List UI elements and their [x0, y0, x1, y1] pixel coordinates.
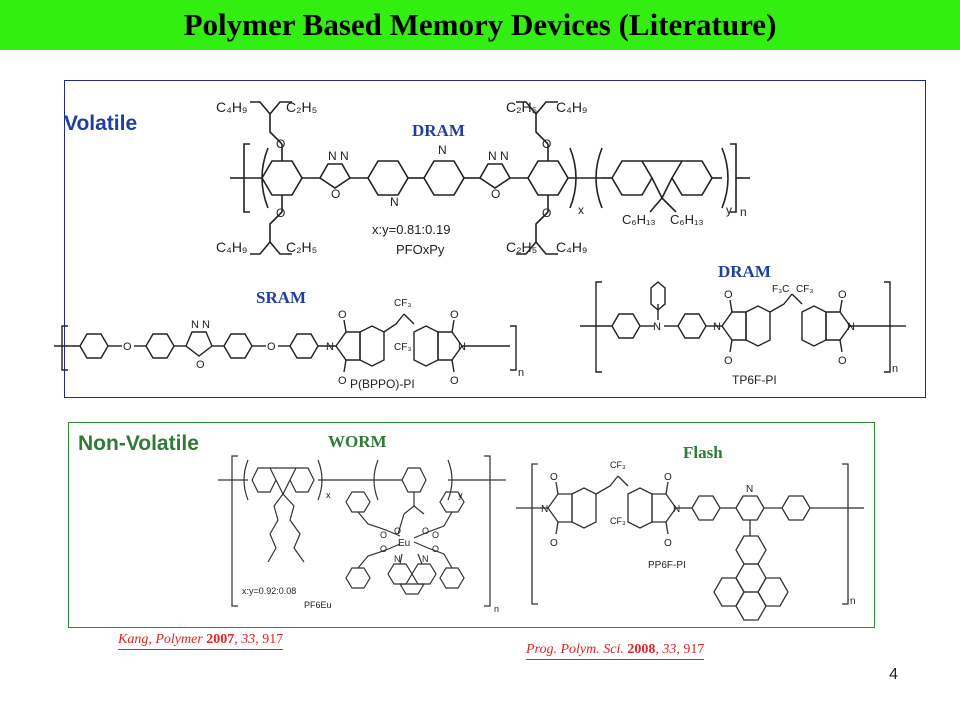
pp6f-pi-name: PP6F-PI: [648, 560, 686, 571]
svg-text:C₄H₉: C₄H₉: [556, 239, 588, 255]
svg-text:y: y: [726, 203, 732, 217]
svg-text:O: O: [838, 355, 847, 367]
reference-prog-polym-sci[interactable]: Prog. Polym. Sci. 2008, 33, 917: [526, 642, 705, 660]
svg-text:F₃C: F₃C: [772, 284, 789, 295]
svg-text:CF₃: CF₃: [610, 460, 626, 470]
svg-text:x: x: [326, 490, 331, 500]
svg-text:N: N: [438, 143, 447, 157]
svg-text:C₆H₁₃: C₆H₁₃: [670, 212, 704, 227]
dram-tag-1: DRAM: [412, 121, 465, 140]
svg-text:N: N: [422, 554, 429, 564]
svg-text:O: O: [491, 187, 500, 201]
pf6eu-structure: Eu O O O O O O N N x y n x:y=0.92:0.08 P…: [218, 455, 506, 614]
svg-text:O: O: [450, 309, 459, 321]
svg-text:CF₃: CF₃: [394, 342, 411, 353]
svg-text:O: O: [276, 137, 285, 151]
svg-text:O: O: [267, 341, 276, 353]
sram-tag: SRAM: [256, 288, 307, 307]
svg-text:O: O: [838, 289, 847, 301]
svg-text:C₂H₅: C₂H₅: [506, 239, 537, 255]
svg-text:C₄H₉: C₄H₉: [216, 99, 248, 115]
title-bar: Polymer Based Memory Devices (Literature…: [0, 0, 960, 50]
svg-text:O: O: [724, 355, 733, 367]
svg-text:n: n: [494, 604, 499, 614]
svg-text:O: O: [380, 530, 387, 540]
svg-text:N: N: [202, 319, 210, 331]
svg-text:N: N: [328, 149, 337, 163]
pp6f-pi-structure: N N N O O O O CF₃ CF₃ n PP6F-PI: [516, 460, 864, 621]
svg-text:N: N: [673, 504, 680, 515]
svg-text:CF₃: CF₃: [394, 298, 411, 309]
svg-text:N: N: [390, 195, 399, 209]
svg-text:O: O: [432, 544, 439, 554]
svg-text:CF₃: CF₃: [796, 284, 813, 295]
svg-text:C₂H₅: C₂H₅: [506, 99, 537, 115]
svg-text:N: N: [394, 554, 401, 564]
svg-text:O: O: [331, 187, 340, 201]
pbppo-pi-structure: O O N N O N N O O O O CF₃ CF₃ n P(BPPO)-…: [54, 298, 524, 391]
svg-text:O: O: [422, 526, 429, 536]
svg-text:C₂H₅: C₂H₅: [286, 239, 317, 255]
svg-text:n: n: [892, 363, 898, 375]
svg-text:y: y: [458, 490, 463, 500]
svg-text:Eu: Eu: [398, 538, 410, 549]
svg-text:O: O: [542, 206, 551, 220]
flash-tag: Flash: [683, 443, 723, 462]
pfoxpy-ratio: x:y=0.81:0.19: [372, 222, 450, 237]
volatile-panel: [64, 80, 926, 398]
svg-text:O: O: [394, 526, 401, 536]
pfoxpy-structure: O O O O N N N N O O N N C₄H₉ C₂H₅ C₄H₉ C…: [216, 99, 750, 257]
tp6f-pi-name: TP6F-PI: [732, 373, 777, 387]
svg-text:O: O: [338, 309, 347, 321]
svg-text:n: n: [740, 205, 747, 219]
tp6f-pi-structure: N N N O O O O F₃C CF₃ n TP6F-PI: [580, 281, 906, 387]
svg-text:CF₃: CF₃: [610, 516, 626, 526]
svg-text:O: O: [550, 538, 558, 549]
svg-text:N: N: [746, 484, 753, 495]
svg-text:O: O: [380, 544, 387, 554]
pf6eu-ratio: x:y=0.92:0.08: [242, 586, 296, 596]
svg-text:N: N: [191, 319, 199, 331]
svg-text:x: x: [578, 203, 584, 217]
svg-text:O: O: [450, 375, 459, 387]
svg-text:C₄H₉: C₄H₉: [216, 239, 248, 255]
svg-text:O: O: [196, 359, 205, 371]
svg-text:O: O: [338, 375, 347, 387]
svg-text:O: O: [550, 472, 558, 483]
slide-title: Polymer Based Memory Devices (Literature…: [183, 7, 777, 42]
svg-text:N: N: [458, 341, 466, 353]
svg-text:n: n: [518, 367, 524, 379]
reference-kang[interactable]: Kang, Polymer 2007, 33, 917: [118, 632, 284, 650]
nonvolatile-label: Non-Volatile: [78, 432, 199, 455]
svg-text:O: O: [664, 472, 672, 483]
svg-text:N: N: [488, 149, 497, 163]
svg-text:O: O: [542, 137, 551, 151]
svg-text:O: O: [276, 206, 285, 220]
svg-text:N: N: [713, 321, 721, 333]
svg-text:N: N: [500, 149, 509, 163]
svg-text:O: O: [664, 538, 672, 549]
pf6eu-name: PF6Eu: [304, 600, 332, 610]
svg-text:C₂H₅: C₂H₅: [286, 99, 317, 115]
svg-text:O: O: [724, 289, 733, 301]
worm-tag: WORM: [328, 432, 387, 451]
svg-text:N: N: [847, 321, 855, 333]
svg-text:N: N: [340, 149, 349, 163]
svg-text:O: O: [123, 341, 132, 353]
dram-tag-2: DRAM: [718, 262, 771, 281]
svg-text:N: N: [541, 504, 548, 515]
svg-text:C₄H₉: C₄H₉: [556, 99, 588, 115]
svg-text:N: N: [326, 341, 334, 353]
svg-text:n: n: [850, 596, 856, 607]
pbppo-pi-name: P(BPPO)-PI: [350, 377, 415, 391]
nonvolatile-panel: [68, 422, 875, 628]
svg-text:C₆H₁₃: C₆H₁₃: [622, 212, 656, 227]
volatile-label: Volatile: [64, 112, 138, 135]
svg-text:O: O: [432, 530, 439, 540]
svg-text:N: N: [653, 321, 661, 333]
pfoxpy-name: PFOxPy: [396, 242, 445, 257]
page-number: 4: [889, 666, 898, 683]
